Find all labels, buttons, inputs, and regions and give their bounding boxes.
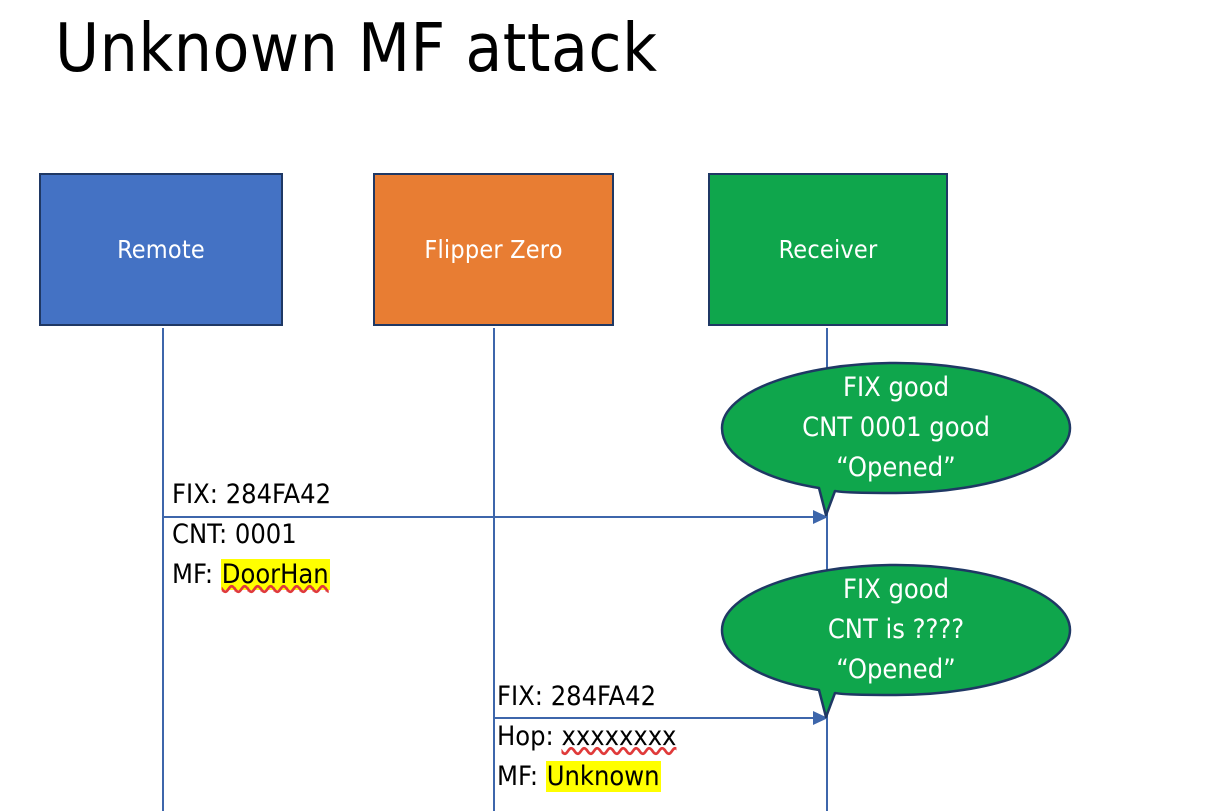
message-line-fix: FIX: 284FA42 (172, 475, 331, 515)
message-line-mf: MF: DoorHan (172, 555, 331, 595)
message-line-mf-value: DoorHan (220, 559, 330, 590)
message-line-fix-label: FIX: (497, 681, 543, 712)
message-line-cnt: CNT: 0001 (172, 515, 331, 555)
message-line-fix-label: FIX: (172, 479, 218, 510)
lifeline-flipper (493, 328, 495, 811)
speech-bubble-shape-icon (720, 361, 1072, 517)
message-line-mf-label: MF: (172, 559, 214, 590)
message-line-hop: Hop: xxxxxxxx (497, 717, 676, 757)
speech-bubble-receiver-response-2[interactable]: FIX good CNT is ???? “Opened” (720, 563, 1072, 719)
message-line-cnt-value: 0001 (234, 519, 297, 550)
actor-box-receiver[interactable]: Receiver (708, 173, 948, 326)
message-line-hop-value: xxxxxxxx (561, 721, 677, 752)
page-title: Unknown MF attack (55, 9, 658, 87)
actor-label-flipper-zero: Flipper Zero (424, 235, 563, 264)
message-line-hop-label: Hop: (497, 721, 554, 752)
message-line-mf-label: MF: (497, 761, 539, 792)
lifeline-remote (162, 328, 164, 811)
speech-bubble-shape-icon (720, 563, 1072, 719)
message-line-cnt-label: CNT: (172, 519, 228, 550)
message-line-fix-value: 284FA42 (550, 681, 657, 712)
actor-box-flipper-zero[interactable]: Flipper Zero (373, 173, 614, 326)
message-line-fix-value: 284FA42 (225, 479, 332, 510)
message-label-flipper-to-receiver: FIX: 284FA42 Hop: xxxxxxxx MF: Unknown (497, 677, 676, 797)
message-arrow-remote-to-receiver (163, 510, 828, 524)
message-line-mf-value: Unknown (545, 761, 661, 792)
actor-box-remote[interactable]: Remote (39, 173, 283, 326)
actor-label-remote: Remote (117, 235, 205, 264)
speech-bubble-receiver-response-1[interactable]: FIX good CNT 0001 good “Opened” (720, 361, 1072, 517)
actor-label-receiver: Receiver (778, 235, 878, 264)
message-line-mf: MF: Unknown (497, 757, 676, 797)
message-line-fix: FIX: 284FA42 (497, 677, 676, 717)
message-label-remote-to-receiver: FIX: 284FA42 CNT: 0001 MF: DoorHan (172, 475, 331, 595)
